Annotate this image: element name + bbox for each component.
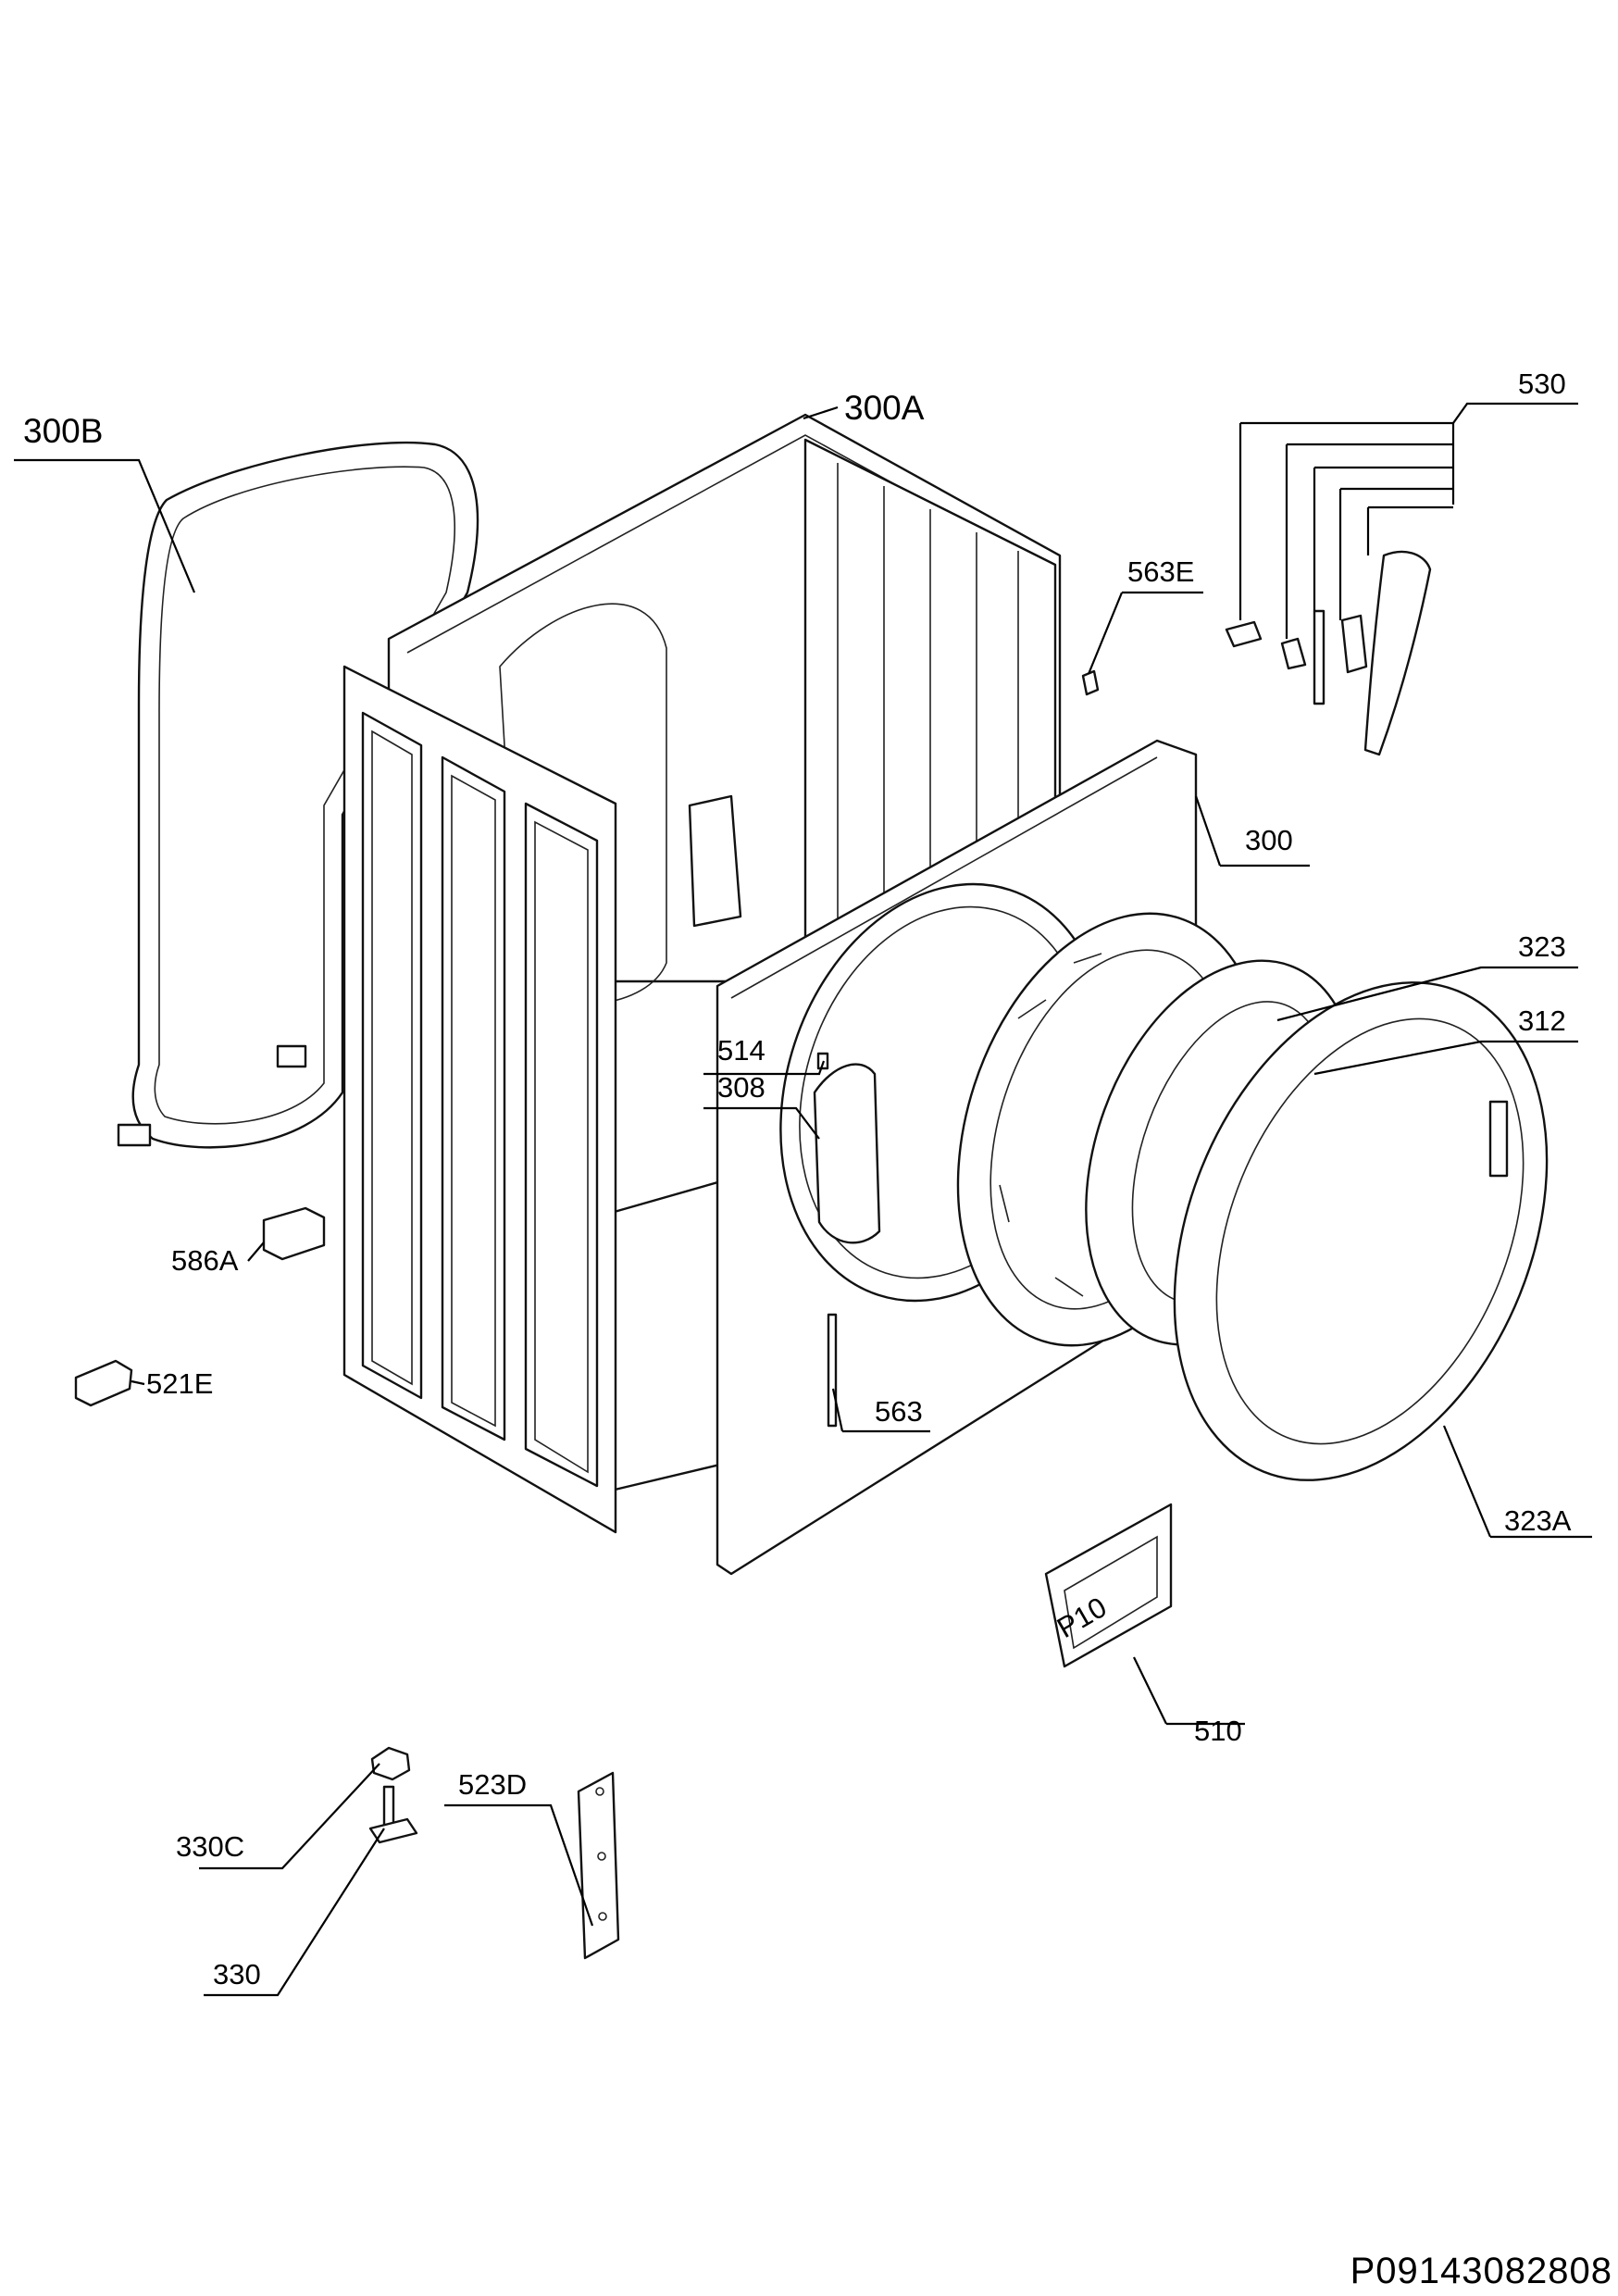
label-323: 323 — [1518, 930, 1566, 963]
part-510-label-plate: P10 — [1044, 1503, 1173, 1668]
part-523D-bracket — [577, 1771, 620, 1960]
part-300A-cabinet — [342, 413, 1062, 1534]
part-300B-rear-seal — [117, 441, 479, 1149]
label-323A: 323A — [1504, 1504, 1572, 1537]
part-586A-switch — [262, 1206, 326, 1261]
part-323A-door-outer — [1173, 981, 1549, 1481]
label-300B: 300B — [23, 412, 103, 450]
part-308-bracket — [813, 1063, 881, 1244]
label-521E: 521E — [146, 1367, 213, 1400]
callout-labels: 300B 300A 530 563E 300 323 312 514 308 5… — [23, 368, 1572, 1990]
label-312: 312 — [1518, 1004, 1566, 1037]
label-563E: 563E — [1127, 555, 1194, 588]
part-330-foot — [368, 1785, 418, 1844]
part-563-rod — [827, 1313, 838, 1428]
label-510: 510 — [1194, 1715, 1242, 1747]
label-300A: 300A — [844, 389, 925, 427]
part-530-handle-kit — [1225, 550, 1432, 756]
label-330: 330 — [213, 1958, 261, 1990]
label-514: 514 — [717, 1034, 765, 1067]
leader-lines — [14, 402, 1592, 1997]
document-id: P09143082808 — [1350, 2251, 1612, 2291]
label-563: 563 — [875, 1395, 923, 1428]
label-523D: 523D — [458, 1768, 527, 1801]
label-530: 530 — [1518, 368, 1566, 400]
label-300: 300 — [1245, 824, 1293, 856]
label-586A: 586A — [171, 1244, 239, 1277]
part-330C-foot-nut — [370, 1746, 411, 1781]
part-563E-clip — [1081, 669, 1100, 696]
label-330C: 330C — [176, 1830, 244, 1863]
part-521E-sensor — [74, 1359, 133, 1407]
label-308: 308 — [717, 1071, 765, 1104]
